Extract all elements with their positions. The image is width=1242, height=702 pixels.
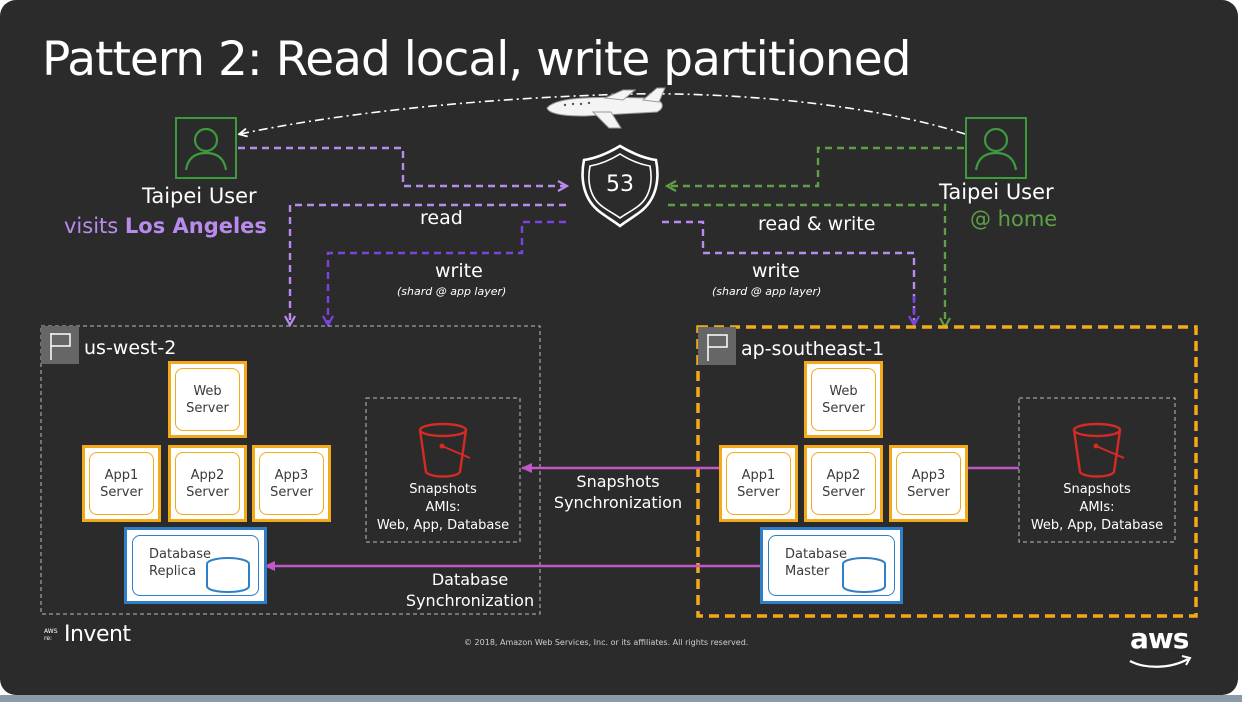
region-ap-southeast-1-highlight <box>696 325 1198 618</box>
region-flag-icon-west <box>41 326 79 364</box>
database-master: Database Master <box>760 527 903 604</box>
app2-server-east-label: App2 Server <box>811 452 876 515</box>
database-sync-label: Database Synchronization <box>405 570 535 610</box>
path-read-write-east <box>668 203 945 326</box>
write-west-label: write <box>435 260 483 282</box>
left-user-name: Taipei User <box>142 184 257 208</box>
web-server-west: Web Server <box>168 361 247 438</box>
right-user-location: @ home <box>970 207 1058 231</box>
app1-server-east-label: App1 Server <box>726 452 791 515</box>
write-east-note: (shard @ app layer) <box>712 285 822 298</box>
app3-server-east-label: App3 Server <box>896 452 961 515</box>
snapshots-west-text: Snapshots AMIs: Web, App, Database <box>376 482 510 533</box>
write-west-note: (shard @ app layer) <box>397 285 507 298</box>
path-right-user-to-route53 <box>668 146 964 186</box>
snapshot-container-east <box>1018 397 1176 543</box>
s3-bucket-icon-east <box>1072 422 1125 478</box>
database-replica-label: Database Replica <box>149 547 212 579</box>
app3-server-west-label: App3 Server <box>259 452 324 515</box>
path-read-write-east-light <box>662 220 916 322</box>
s3-bucket-icon-west <box>418 422 471 478</box>
user-icon-left <box>175 117 237 179</box>
app2-server-east: App2 Server <box>804 445 883 522</box>
path-left-user-to-route53 <box>238 146 566 186</box>
app3-server-east: App3 Server <box>889 445 968 522</box>
aws-smile-icon <box>1129 658 1189 668</box>
database-master-label: Database Master <box>785 547 848 579</box>
aws-logo: aws <box>1130 622 1189 655</box>
user-icon-right <box>965 117 1027 179</box>
path-read-west <box>290 203 566 324</box>
app1-server-west: App1 Server <box>82 445 161 522</box>
app2-server-west: App2 Server <box>168 445 247 522</box>
reinvent-logo-small: AWS re: <box>44 628 58 642</box>
left-user-location: visits Los Angeles <box>64 214 267 238</box>
left-user-visits: visits <box>64 214 125 238</box>
app1-server-west-label: App1 Server <box>89 452 154 515</box>
web-server-west-label: Web Server <box>175 368 240 431</box>
database-replica: Database Replica <box>124 527 267 604</box>
database-cylinder-icon <box>206 557 250 593</box>
flight-path <box>240 92 966 134</box>
region-name-west: us-west-2 <box>84 337 177 359</box>
web-server-east: Web Server <box>804 361 883 438</box>
video-progress-strip <box>0 695 1242 702</box>
write-east-label: write <box>752 260 800 282</box>
copyright: © 2018, Amazon Web Services, Inc. or its… <box>464 638 749 647</box>
snapshots-sync-label: Snapshots Synchronization <box>553 472 683 512</box>
app2-server-west-label: App2 Server <box>175 452 240 515</box>
region-us-west-2 <box>40 325 541 615</box>
database-cylinder-icon <box>842 557 886 593</box>
app1-server-east: App1 Server <box>719 445 798 522</box>
read-label: read <box>420 207 463 229</box>
path-write-west <box>328 220 566 324</box>
read-write-label: read & write <box>758 213 876 235</box>
reinvent-logo: Invent <box>64 622 131 647</box>
snapshots-east-text: Snapshots AMIs: Web, App, Database <box>1030 482 1164 533</box>
page-title: Pattern 2: Read local, write partitioned <box>42 32 911 87</box>
snapshot-container-west <box>365 397 521 543</box>
airplane-icon <box>546 87 666 129</box>
app3-server-west: App3 Server <box>252 445 331 522</box>
route53-shield-icon <box>581 144 659 228</box>
region-flag-icon-east <box>698 327 736 365</box>
left-user-city: Los Angeles <box>124 214 267 238</box>
right-user-name: Taipei User <box>939 180 1054 204</box>
web-server-east-label: Web Server <box>811 368 876 431</box>
route53-number: 53 <box>606 172 634 197</box>
region-name-east: ap-southeast-1 <box>741 338 885 360</box>
